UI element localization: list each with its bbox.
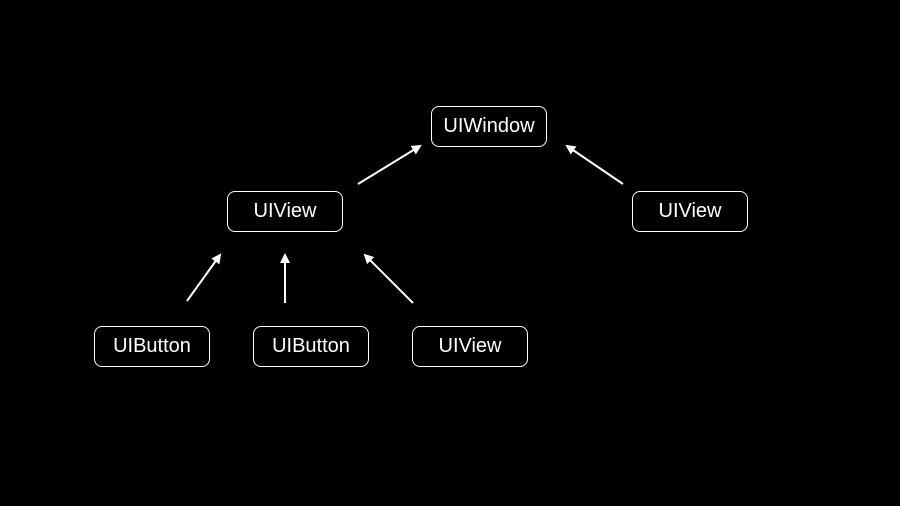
arrow-view-c-to-view-a — [363, 253, 414, 304]
arrow-view-b-to-window — [565, 144, 624, 185]
node-uiwindow: UIWindow — [431, 106, 547, 147]
node-uibutton-second: UIButton — [253, 326, 369, 367]
node-uibutton-first: UIButton — [94, 326, 210, 367]
arrow-view-a-to-window — [357, 144, 422, 185]
node-uiview-child: UIView — [412, 326, 528, 367]
node-uiview-parent: UIView — [227, 191, 343, 232]
node-uiview-sibling: UIView — [632, 191, 748, 232]
arrow-button-1-to-view-a — [186, 253, 222, 302]
